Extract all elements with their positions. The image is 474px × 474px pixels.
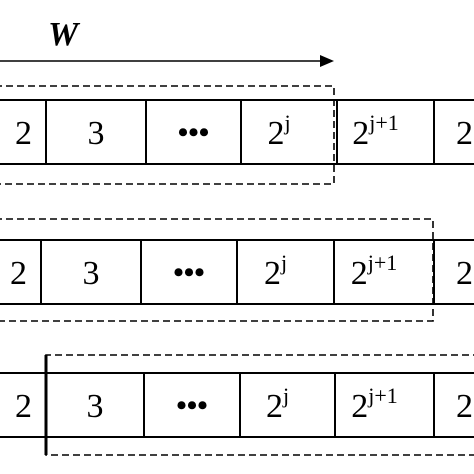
- cell-label-base: 2: [456, 255, 473, 292]
- cell-label-superscript: j: [282, 383, 289, 408]
- cell-label-base: 2: [456, 388, 473, 425]
- cell-label: 2: [15, 115, 32, 152]
- cell-box: [145, 99, 242, 165]
- cell-label-base: 2: [351, 255, 368, 292]
- window-frame-3: [45, 354, 474, 456]
- cell-label: 2: [456, 388, 473, 425]
- cell-label-superscript: j: [283, 110, 290, 135]
- ellipsis-label: •••: [173, 256, 205, 289]
- cell-label: 2j: [267, 110, 290, 152]
- cell-label: 3: [88, 115, 105, 152]
- cell-label-superscript: j+1: [368, 110, 399, 135]
- window-frame-2: [0, 218, 434, 322]
- cell-box: [140, 239, 238, 305]
- cell-label-base: 2: [15, 115, 32, 152]
- cell-label-base: 2: [10, 255, 27, 292]
- cell-label-base: 3: [87, 388, 104, 425]
- cell-label: 3: [83, 255, 100, 292]
- cell-label-base: 2: [264, 255, 281, 292]
- cell-label: 2: [10, 255, 27, 292]
- cell-box: [433, 372, 474, 438]
- cell-label-base: 2: [267, 115, 284, 152]
- cell-label-superscript: j: [280, 250, 287, 275]
- ellipsis-label: •••: [178, 116, 210, 149]
- cell-label: 2: [456, 255, 473, 292]
- cell-box: [40, 239, 142, 305]
- ellipsis-label: •••: [176, 389, 208, 422]
- cell-box: [45, 99, 147, 165]
- cell-label: 2: [456, 115, 473, 152]
- cell-box: [236, 239, 335, 305]
- cell-label-base: 3: [88, 115, 105, 152]
- cell-label-base: 3: [83, 255, 100, 292]
- window-frame-1: [0, 85, 335, 185]
- cell-label: 2j+1: [351, 383, 398, 425]
- cell-label-superscript: j+1: [367, 383, 398, 408]
- cell-label: 3: [87, 388, 104, 425]
- window-arrow-head: [320, 55, 334, 67]
- window-frames: [0, 85, 474, 456]
- cell-label: 2j: [264, 250, 287, 292]
- cell-label-base: 2: [15, 388, 32, 425]
- cell-label: 2j+1: [352, 110, 399, 152]
- cell-label-base: 2: [352, 115, 369, 152]
- cell-box: [143, 372, 241, 438]
- cell-box: [433, 239, 474, 305]
- cell-label: 2j: [266, 383, 289, 425]
- cell-label-base: 2: [266, 388, 283, 425]
- cell-label: 2j+1: [351, 250, 398, 292]
- window-size-label: W: [48, 16, 81, 53]
- cell-box: [433, 99, 474, 165]
- cell-label-base: 2: [351, 388, 368, 425]
- cell-label: 2: [15, 388, 32, 425]
- cell-label-superscript: j+1: [367, 250, 398, 275]
- cell-label-base: 2: [456, 115, 473, 152]
